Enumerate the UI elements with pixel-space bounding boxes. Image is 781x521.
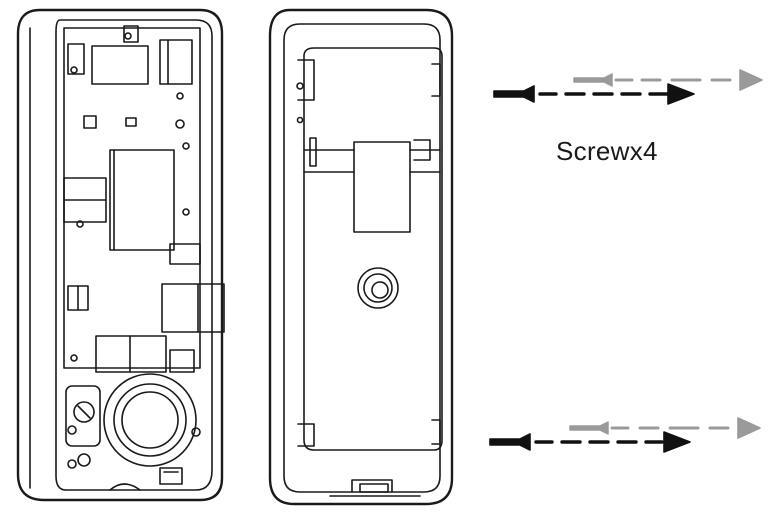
screw-arrow-bottom [489,417,761,453]
back-plate-rear-view [268,8,454,506]
screw-count-label: Screwx4 [556,136,658,166]
screw-arrow-top [493,69,763,105]
open-housing-front-view [16,8,225,502]
